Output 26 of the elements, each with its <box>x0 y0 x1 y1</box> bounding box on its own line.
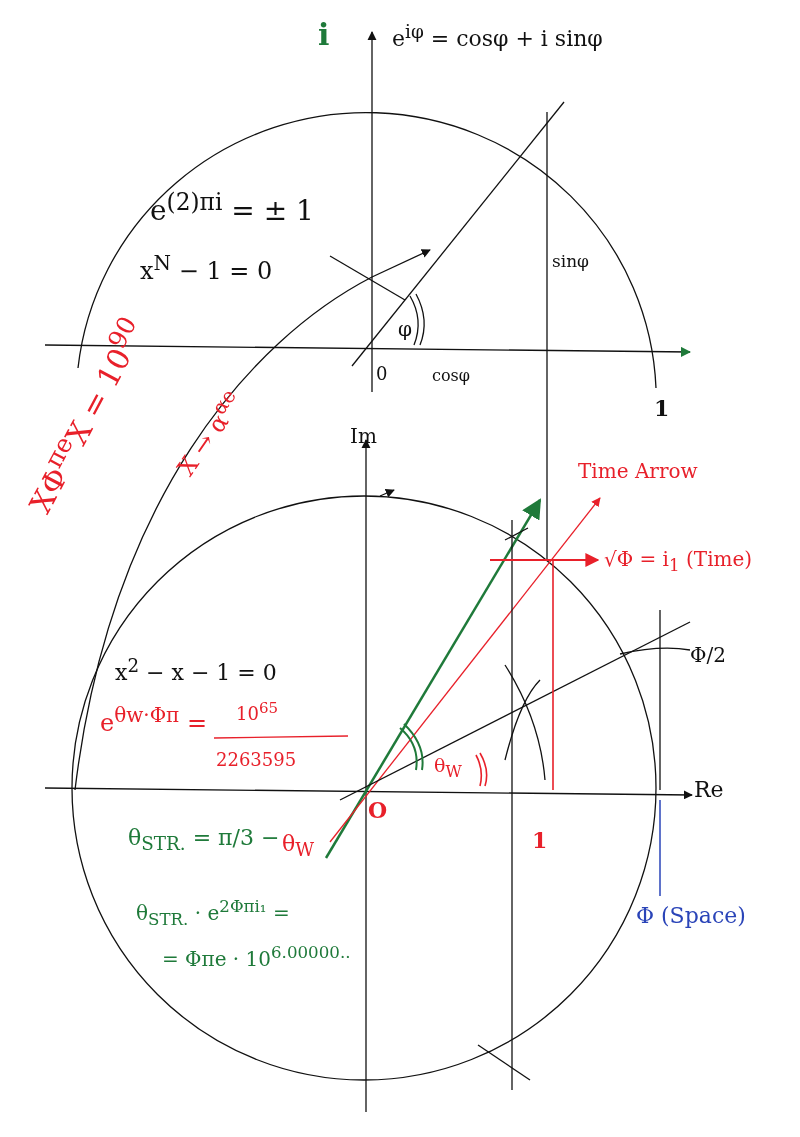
origin-label: O <box>368 798 388 823</box>
formula-text: θ$_{STR.}$ · e$^{2Φπi₁}$ = <box>136 898 290 929</box>
line-label: Φ (Space) <box>636 904 746 929</box>
axis-label: Im <box>350 425 377 447</box>
formula-text: = Φπe · 10$^{6.00000..}$ <box>162 944 351 970</box>
formula-text: x$^{N}$ − 1 = 0 <box>140 252 273 285</box>
formula-text: e$^{iφ}$ = cosφ + i sinφ <box>392 22 603 52</box>
formula-text: θ$_{STR.}$ = π/3 − <box>128 826 280 855</box>
axis-label: 1 <box>654 396 670 421</box>
axis-label: i <box>318 18 330 51</box>
formula-text: e$^{(2)πi}$ = ± 1 <box>150 190 314 228</box>
formula-text: 10$^{65}$ <box>236 700 278 724</box>
line-label: sinφ <box>552 252 589 271</box>
formula-text: e$^{θw·Φπ}$ = <box>100 704 207 737</box>
line-label: Φ/2 <box>690 644 726 666</box>
formula-text: x$^{2}$ − x − 1 = 0 <box>115 656 277 686</box>
arrow-label: √Φ = i$_{1}$ (Time) <box>604 548 753 576</box>
formula-text: 2263595 <box>216 750 297 770</box>
angle-label: θ$_{W}$ <box>434 755 462 781</box>
origin-label: 0 <box>376 364 388 384</box>
point-label: 1 <box>532 828 548 853</box>
angle-label: θ$_{W}$ <box>282 832 315 861</box>
angle-label: φ <box>398 318 412 340</box>
arrow-label: Time Arrow <box>578 460 698 482</box>
axis-label: Re <box>694 778 724 803</box>
line-label: cosφ <box>432 367 470 385</box>
